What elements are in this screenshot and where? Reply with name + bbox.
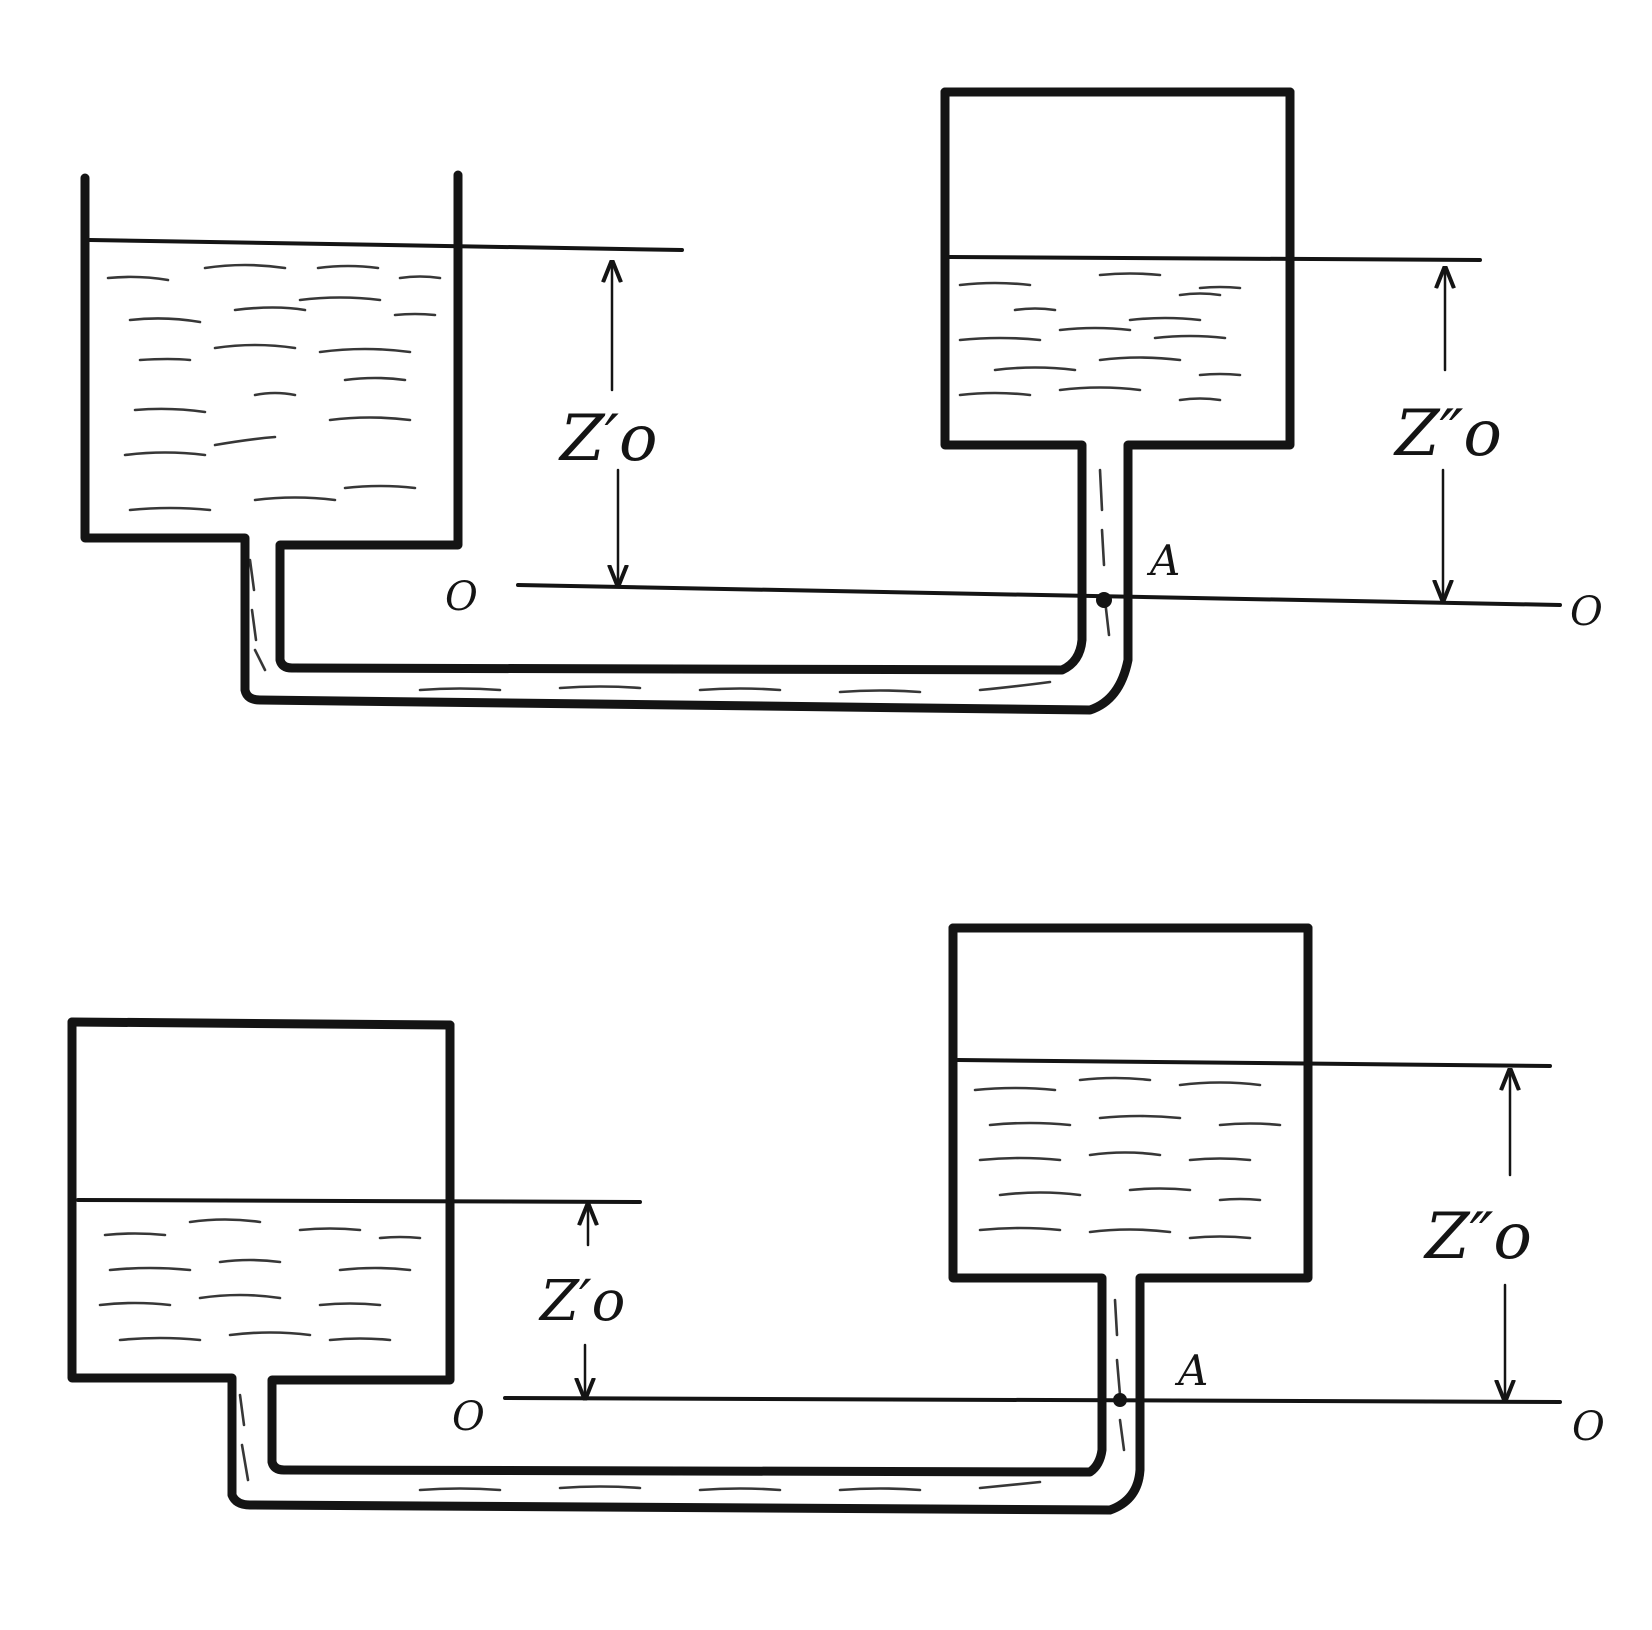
top-datum-right-label: O	[1570, 589, 1603, 635]
top-pipe-water	[248, 468, 1111, 694]
top-left-water-surface	[88, 238, 684, 252]
bottom-right-head-label: Z″o	[1423, 1200, 1532, 1274]
top-left-head-label: Z′o	[558, 402, 658, 476]
top-point-a-marker	[1096, 592, 1112, 608]
top-point-a-label: A	[1146, 536, 1180, 585]
bottom-left-water-surface	[76, 1198, 642, 1204]
top-datum-line	[516, 583, 1562, 607]
bottom-point-a-label: A	[1174, 1346, 1208, 1395]
top-left-water-ripples	[106, 263, 442, 512]
bottom-datum-right-label: O	[1572, 1404, 1605, 1450]
bottom-point-a-marker	[1113, 1393, 1127, 1407]
bottom-right-water-surface	[956, 1058, 1552, 1068]
bottom-left-head-label: Z′o	[538, 1269, 625, 1334]
top-datum-left-label: O	[445, 574, 478, 620]
figure-top: Z′o Z″o A O O	[80, 87, 1603, 715]
bottom-pipe-water	[238, 1298, 1126, 1492]
top-right-head-label: Z″o	[1393, 397, 1502, 471]
figure-bottom: Z′o Z″o A O O	[67, 923, 1605, 1515]
top-right-water-ripples	[958, 272, 1242, 402]
bottom-right-water-ripples	[973, 1076, 1282, 1240]
bottom-datum-left-label: O	[452, 1394, 485, 1440]
top-right-water-surface	[948, 255, 1482, 262]
bottom-left-water-ripples	[98, 1218, 422, 1342]
bottom-tanks-and-pipe	[67, 923, 1313, 1515]
bottom-datum-line	[503, 1396, 1562, 1404]
top-left-tank	[80, 87, 1295, 715]
